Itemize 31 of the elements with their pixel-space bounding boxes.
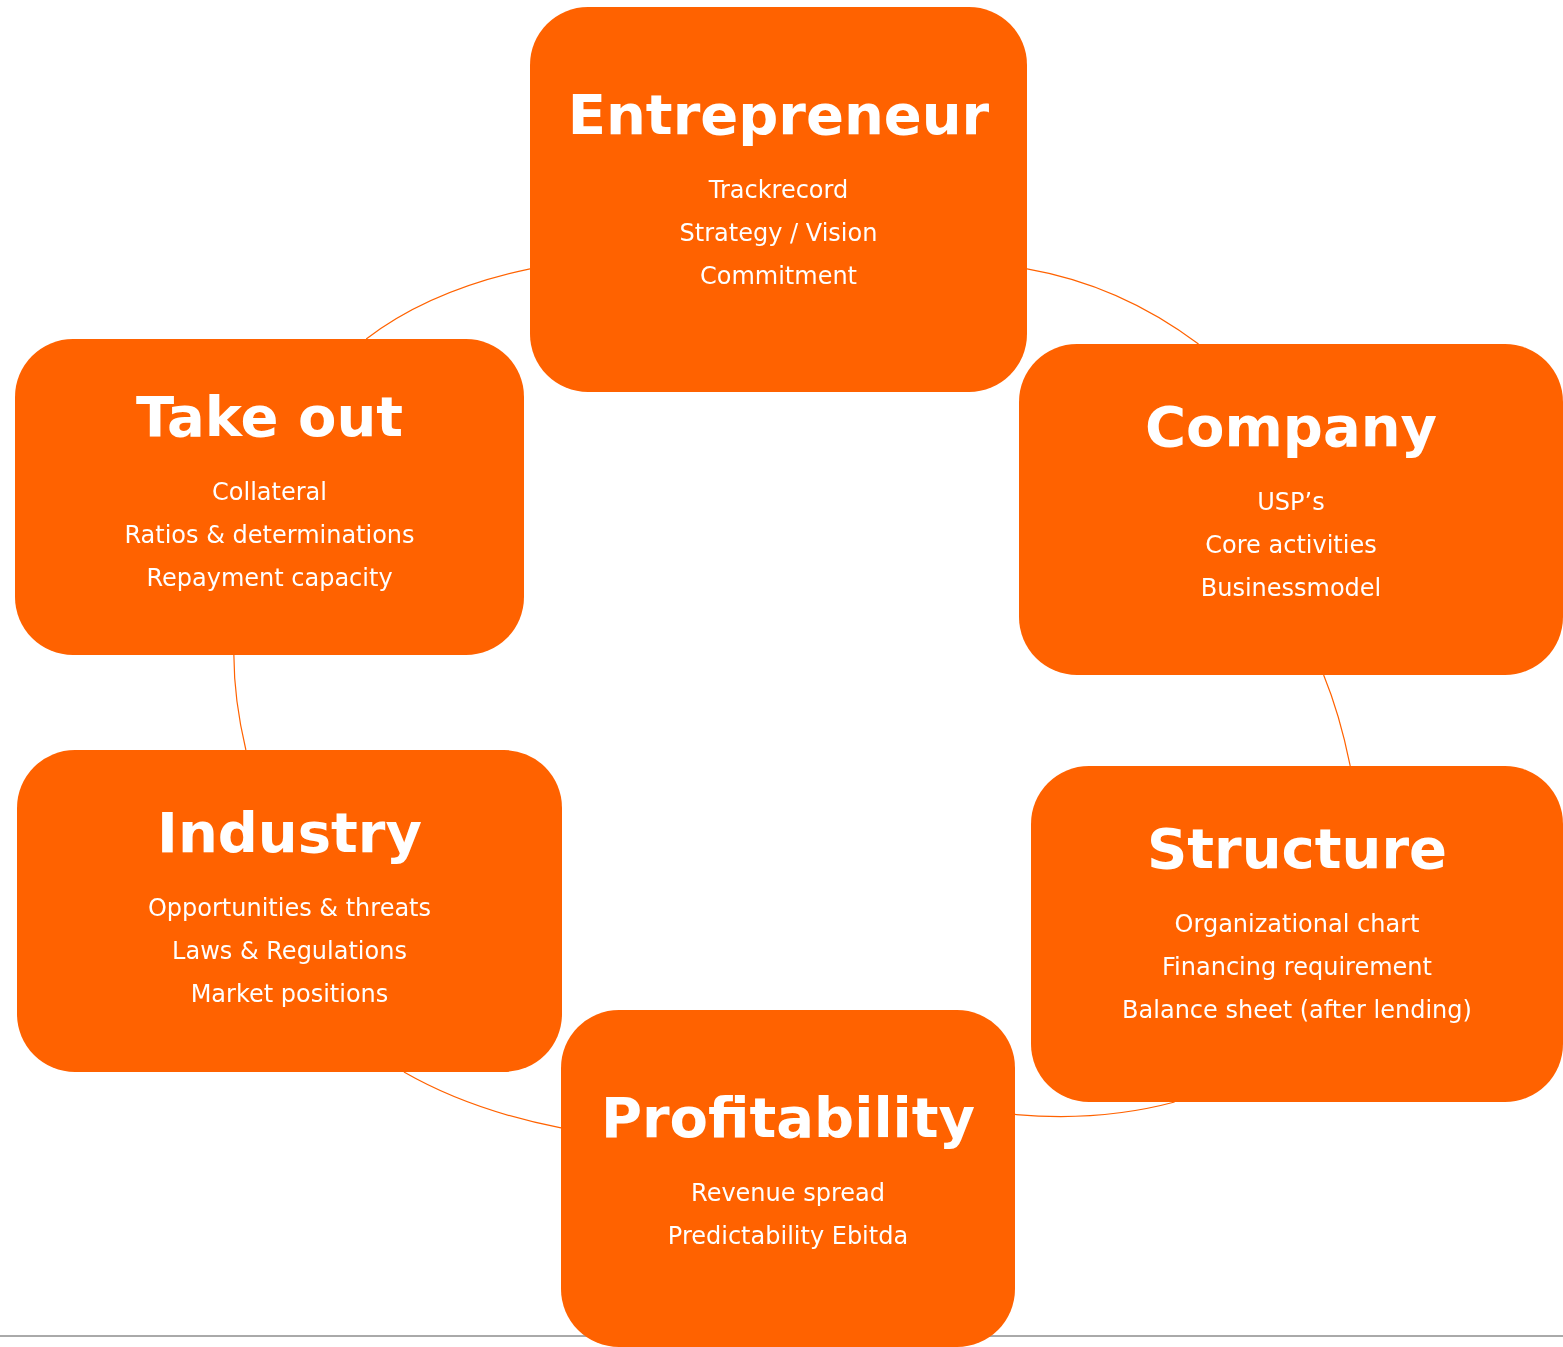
category-card: [1019, 344, 1563, 675]
card-item: Strategy / Vision: [679, 218, 878, 249]
category-card: [15, 339, 524, 655]
category-card: [1031, 766, 1563, 1102]
card-item: Businessmodel: [1200, 573, 1382, 604]
card-item: Core activities: [1205, 530, 1377, 561]
card-item: Financing requirement: [1162, 952, 1432, 983]
card-item: Predictability Ebitda: [667, 1221, 909, 1252]
card-item: Market positions: [190, 979, 389, 1010]
connector-arc: [233, 654, 247, 751]
card-item: Organizational chart: [1174, 909, 1420, 940]
card-item: Ratios & determinations: [124, 520, 415, 551]
card-item: Repayment capacity: [146, 563, 393, 594]
card-item: Balance sheet (after lending): [1122, 995, 1472, 1026]
card-title: Take out: [135, 389, 404, 445]
connector-arc: [403, 1071, 562, 1129]
connector-arc: [1026, 268, 1200, 345]
category-card: [17, 750, 562, 1072]
connector-arc: [1323, 674, 1351, 767]
card-title: Structure: [1147, 821, 1447, 877]
card-item: Revenue spread: [691, 1178, 885, 1209]
card-item: Commitment: [699, 261, 857, 292]
card-item: Trackrecord: [708, 175, 849, 206]
category-card: [530, 7, 1027, 392]
card-item: Collateral: [212, 477, 327, 508]
card-item: Laws & Regulations: [172, 936, 407, 967]
card-item: Opportunities & threats: [147, 893, 432, 924]
connector-arc: [1014, 1101, 1176, 1118]
category-card: [561, 1010, 1015, 1347]
connector-arc: [365, 268, 531, 340]
card-item: USP’s: [1257, 487, 1325, 518]
